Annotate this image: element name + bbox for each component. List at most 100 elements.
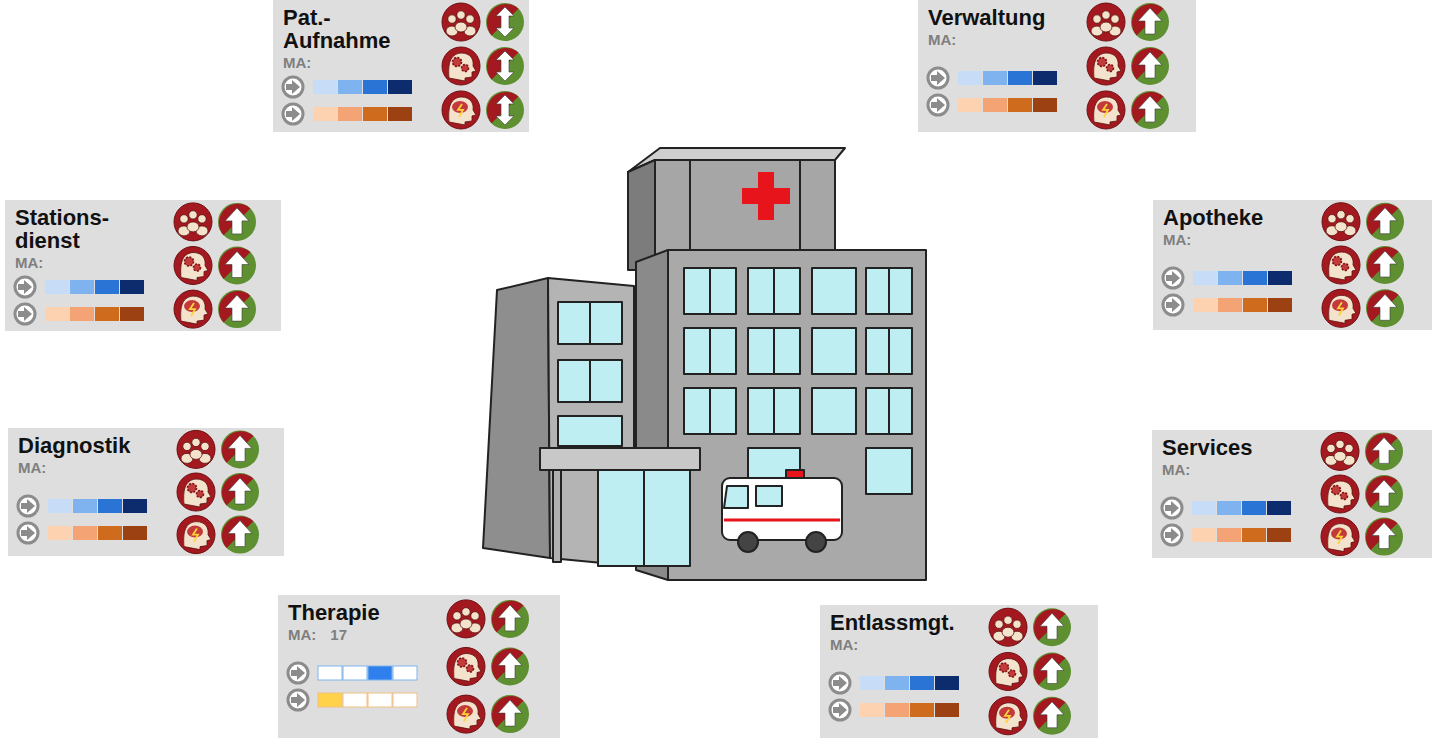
department-panel: ApothekeMA: [1153, 200, 1432, 330]
department-icon-circle [177, 516, 215, 554]
department-icon [989, 608, 1027, 646]
person-body [1334, 451, 1346, 461]
staff-row: MA: [1162, 461, 1302, 479]
rating-bar-segment [318, 693, 342, 707]
trend-arrow [496, 51, 514, 81]
trend-icon-wedge [222, 517, 253, 548]
gear-symbol [1341, 493, 1348, 500]
panel-texts: TherapieMA:17 [278, 595, 428, 644]
department-icon-circle [174, 203, 212, 241]
department-title: Stations- dienst [15, 206, 155, 252]
department-icon [1321, 518, 1359, 556]
gear-symbol [1342, 264, 1349, 271]
row-arrow-circle [18, 496, 38, 516]
window [558, 416, 622, 446]
person-body [1335, 222, 1347, 232]
department-icon-circle [177, 430, 215, 468]
row-arrow-circle [15, 277, 35, 297]
rating-row [830, 700, 959, 720]
rating-bar-segment [1217, 528, 1241, 542]
rating-bar-segment [368, 666, 392, 680]
gear-symbol [462, 65, 469, 72]
trend-icon-circle [1131, 47, 1169, 85]
row-arrow [1165, 528, 1179, 542]
row-arrow-circle [1162, 525, 1182, 545]
trend-icon [218, 203, 256, 241]
person-head [453, 612, 461, 620]
rating-bar-segment [910, 676, 934, 690]
trend-icon-wedge [219, 291, 250, 322]
rating-bar-segment [1218, 271, 1242, 285]
trend-icon-circle [221, 473, 259, 511]
row-arrow [1166, 298, 1180, 312]
rating-bar-segment [393, 666, 417, 680]
trend-icon-circle [491, 648, 529, 686]
gear-symbol [1009, 670, 1016, 677]
ambulance-stripe [724, 519, 840, 522]
department-icon-circle [1087, 91, 1125, 129]
lightning-symbol [1103, 104, 1108, 117]
trend-icon [1366, 289, 1404, 327]
department-panel: ServicesMA: [1152, 430, 1432, 558]
rating-row [830, 673, 959, 693]
window [812, 328, 856, 374]
rating-bar-segment [70, 307, 94, 321]
window [866, 388, 912, 434]
rating-bar-segment [1193, 271, 1217, 285]
window [748, 268, 800, 314]
rating-bar-segment [1008, 98, 1032, 112]
trend-icon-circle [1365, 432, 1403, 470]
rating-row [283, 77, 412, 97]
person-head [457, 11, 465, 19]
head-profile [1094, 53, 1121, 81]
trend-icon-circle [218, 247, 256, 285]
person-head [1328, 215, 1336, 223]
trend-arrow [1372, 437, 1396, 463]
trend-arrow [225, 252, 249, 278]
row-arrow-circle [928, 95, 948, 115]
rating-bar-segment [95, 280, 119, 294]
gear-symbol [188, 484, 197, 493]
person-head [448, 15, 456, 23]
trend-icon-circle [1366, 289, 1404, 327]
rating-bar-segment [98, 526, 122, 540]
head-profile [1328, 524, 1355, 552]
lightning-symbol [190, 303, 195, 316]
rating-bar-segment [1267, 501, 1291, 515]
rating-bar-segment [343, 693, 367, 707]
person-head [201, 442, 209, 450]
department-icon-circle [177, 473, 215, 511]
person-head [995, 620, 1003, 628]
head-profile [184, 522, 211, 550]
rating-bar-segment [1268, 271, 1292, 285]
trend-icon [1365, 518, 1403, 556]
department-icon-circle [1322, 246, 1360, 284]
person-head [189, 211, 197, 219]
window [866, 448, 912, 494]
trend-icon [1366, 203, 1404, 241]
rating-bar-segment [910, 703, 934, 717]
panel-texts: VerwaltungMA: [918, 0, 1068, 49]
row-arrow [18, 280, 32, 294]
person-head [471, 612, 479, 620]
rating-bar-segment [958, 98, 982, 112]
rating-row [15, 277, 144, 297]
trend-icon-circle [491, 600, 529, 638]
trend-arrow [1372, 480, 1396, 506]
gear-symbol [1098, 58, 1107, 67]
department-icon [177, 430, 215, 468]
department-title: Entlassmgt. [830, 611, 970, 634]
trend-icon-wedge [1366, 519, 1397, 550]
department-icon [1087, 91, 1125, 129]
person-head [1093, 15, 1101, 23]
row-arrow [1165, 501, 1179, 515]
head-profile [1094, 97, 1121, 125]
staff-row: MA: [830, 636, 970, 654]
person-head [180, 215, 188, 223]
panel-texts: Pat.- AufnahmeMA: [273, 0, 423, 72]
rating-bar-segment [885, 703, 909, 717]
department-title: Services [1162, 436, 1302, 459]
trend-arrow [1373, 251, 1397, 277]
department-icon [1087, 3, 1125, 41]
row-arrow [833, 676, 847, 690]
